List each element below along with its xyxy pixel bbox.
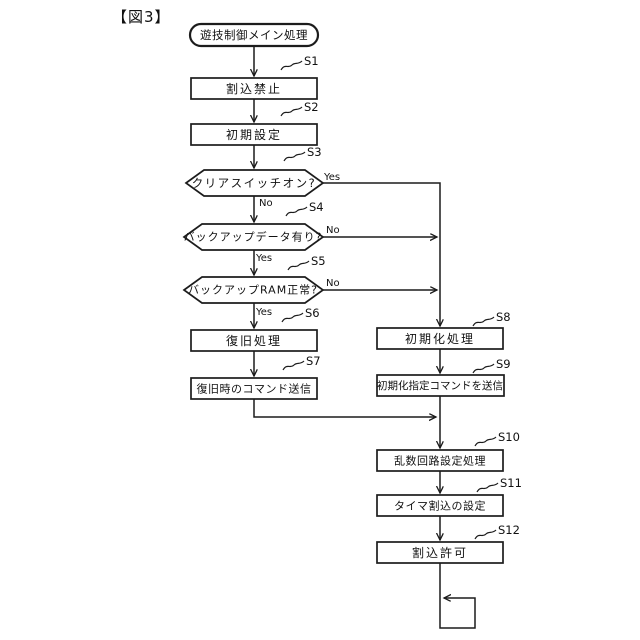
leader-squiggle-s1 (280, 60, 303, 71)
leader-squiggle-s7 (282, 360, 305, 371)
decision-hexagon-s5 (182, 276, 325, 304)
node-text-s11: タイマ割込の設定 (394, 499, 486, 513)
process-box-s9 (376, 374, 505, 397)
process-box-s10 (376, 449, 504, 472)
node-text-s10: 乱数回路設定処理 (394, 454, 486, 468)
loop-back-connector (439, 563, 476, 629)
branch-label-s3-yes: Yes (323, 172, 340, 183)
node-text-s9: 初期化指定コマンドを送信 (377, 379, 503, 392)
leader-squiggle-s8 (472, 316, 495, 327)
process-box-s1 (190, 77, 318, 100)
process-box-s12 (376, 541, 504, 564)
branch-label-s4-yes: Yes (255, 253, 272, 264)
connector-s7-join (253, 399, 436, 417)
node-text-s2: 初期設定 (226, 127, 282, 142)
step-label-s5: S5 (311, 254, 326, 268)
leader-squiggle-s4 (285, 206, 308, 217)
step-label-s12: S12 (498, 523, 520, 537)
step-label-s7: S7 (306, 354, 321, 368)
leader-squiggle-s2 (280, 106, 303, 117)
step-label-s11: S11 (500, 476, 522, 490)
step-label-s1: S1 (304, 54, 319, 68)
process-box-s2 (190, 123, 318, 146)
connector-s3-yes-s8 (323, 182, 440, 326)
step-label-s9: S9 (496, 357, 511, 371)
node-text-s6: 復旧処理 (226, 333, 282, 348)
node-text-s12: 割込許可 (412, 545, 468, 560)
node-text-s3: クリアスイッチオン? (192, 176, 317, 190)
leader-squiggle-s6 (281, 312, 304, 323)
leader-squiggle-s9 (472, 363, 495, 374)
decision-hexagon-s4 (182, 223, 325, 251)
step-label-s2: S2 (304, 100, 319, 114)
process-box-s7 (190, 377, 318, 400)
step-label-s4: S4 (309, 200, 324, 214)
branch-label-s3-no: No (259, 198, 273, 209)
process-box-s8 (376, 327, 504, 350)
step-label-s10: S10 (498, 430, 520, 444)
step-label-s3: S3 (307, 145, 322, 159)
branch-label-s5-yes: Yes (255, 307, 272, 318)
step-label-s8: S8 (496, 310, 511, 324)
decision-hexagon-s3 (184, 169, 325, 197)
step-label-s6: S6 (305, 306, 320, 320)
figure-label: 【図3】 (112, 8, 171, 26)
leader-squiggle-s3 (283, 151, 306, 162)
leader-squiggle-s5 (287, 260, 310, 271)
leader-squiggle-s10 (474, 436, 497, 447)
node-text-s4: バックアップデータ有り? (184, 230, 323, 244)
node-text-s1: 割込禁止 (226, 81, 282, 96)
node-text-s7: 復旧時のコマンド送信 (197, 382, 312, 396)
leader-squiggle-s11 (476, 482, 499, 493)
branch-label-s5-no: No (326, 278, 340, 289)
process-box-s6 (190, 329, 318, 352)
leader-squiggle-s12 (474, 529, 497, 540)
process-box-s11 (376, 494, 504, 517)
start-terminal-text: 遊技制御メイン処理 (200, 28, 308, 42)
start-terminal (188, 22, 320, 48)
node-text-s8: 初期化処理 (405, 332, 475, 346)
node-text-s5: バックアップRAM正常? (188, 284, 318, 297)
branch-label-s4-no: No (326, 225, 340, 236)
